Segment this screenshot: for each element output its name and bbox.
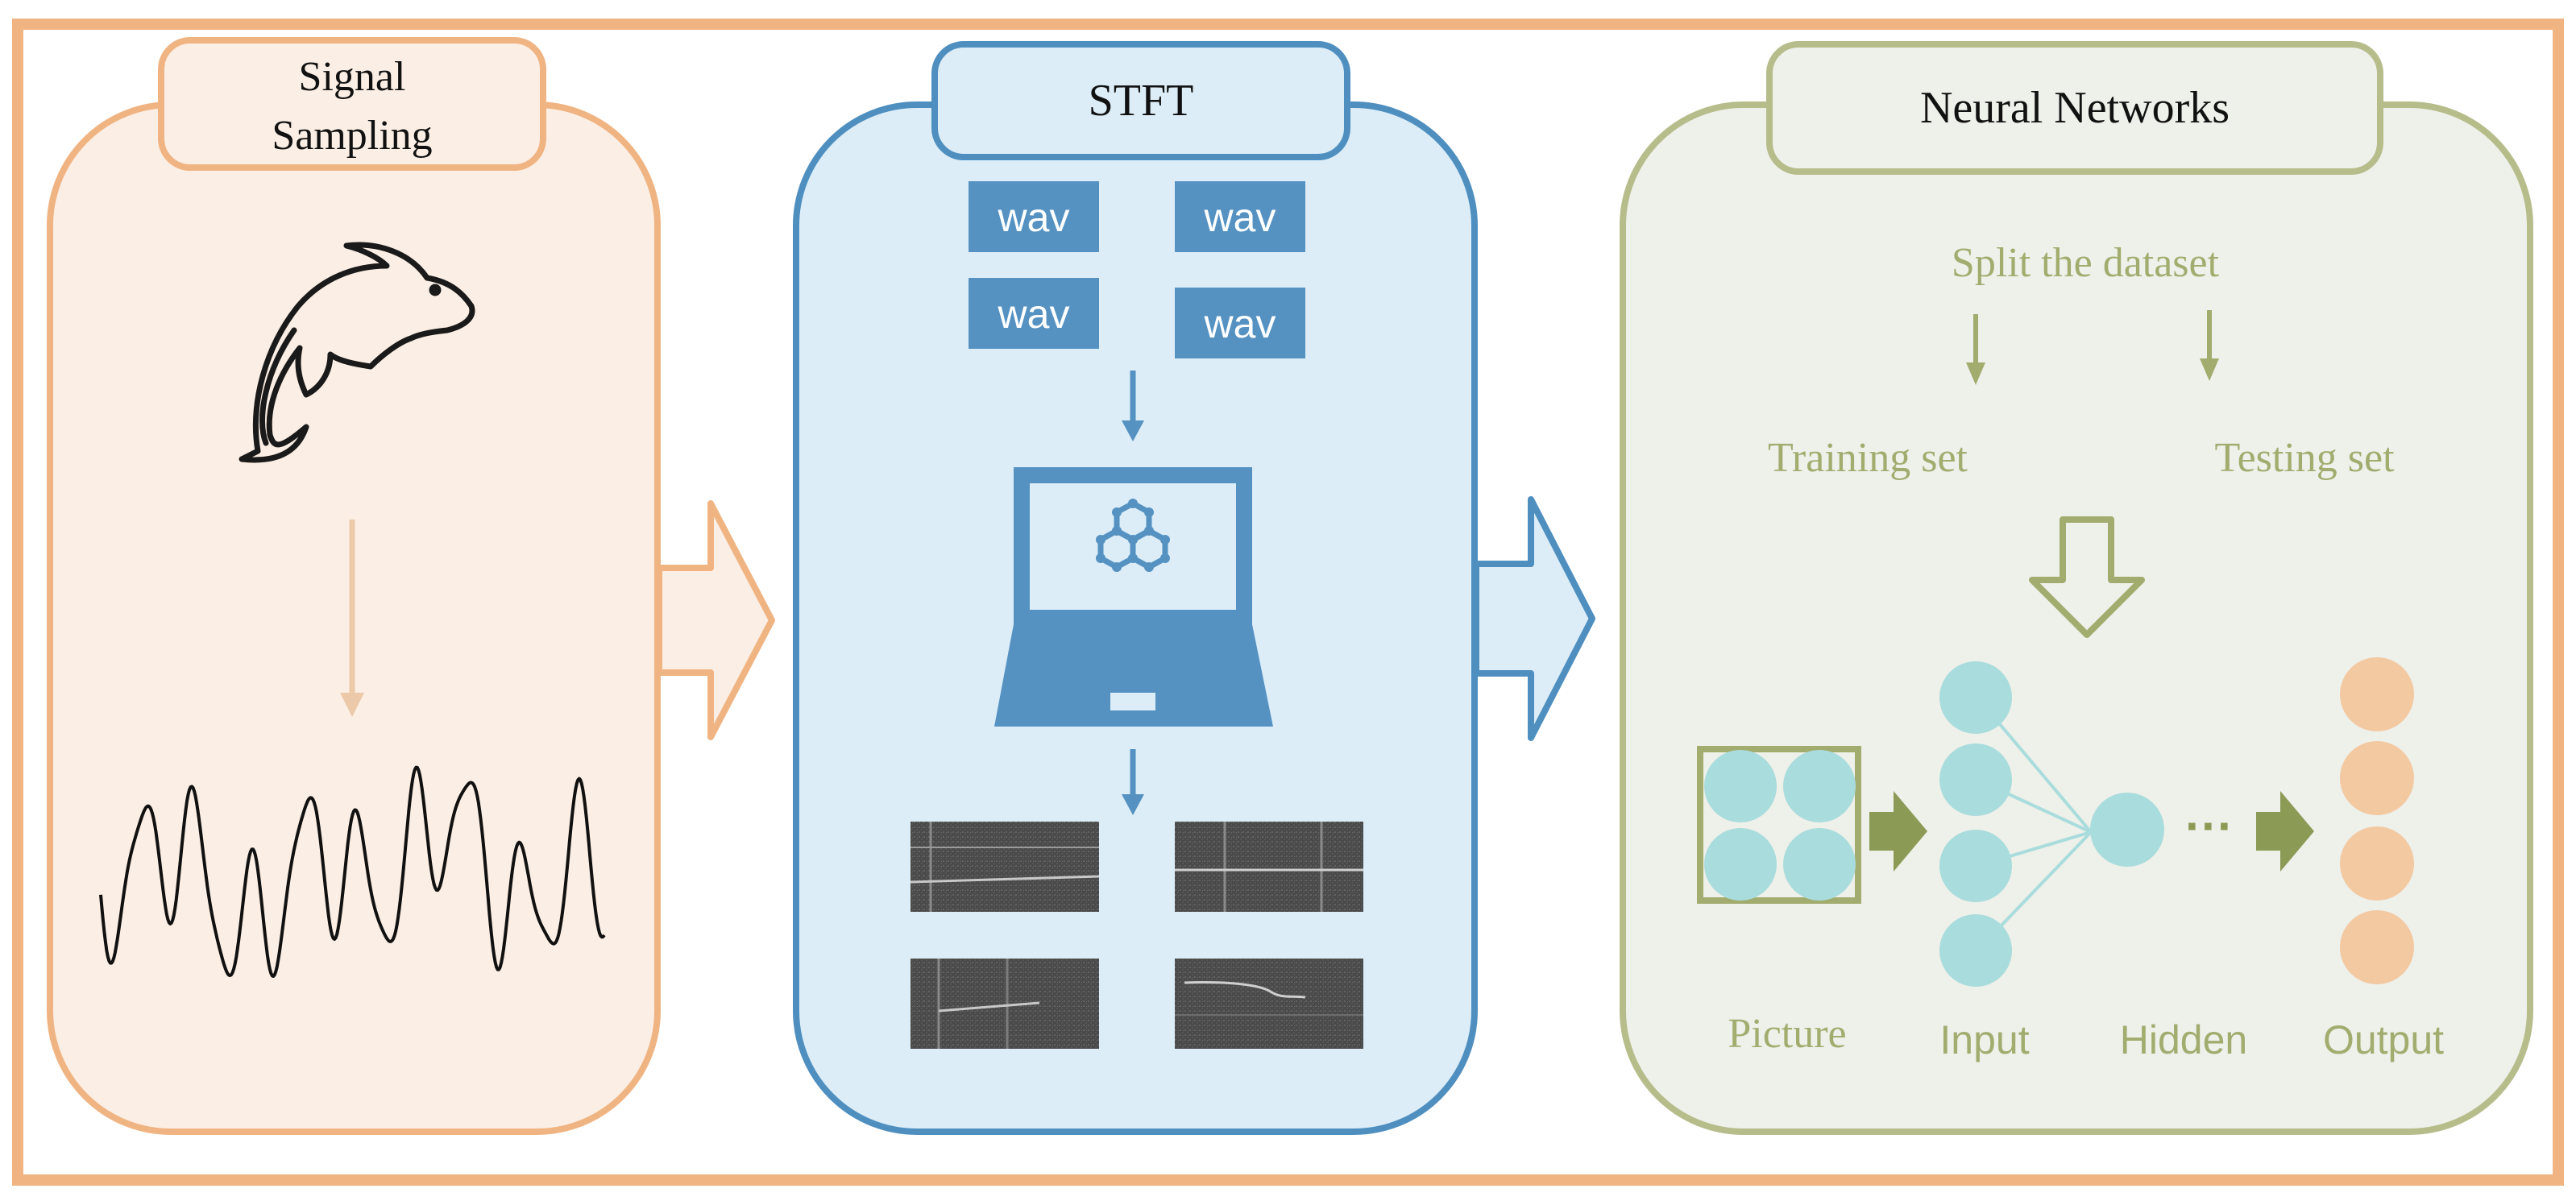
ellipsis-dots: ··· (2185, 799, 2234, 853)
split-dataset-label: Split the dataset (1952, 240, 2220, 286)
input-label: Input (1939, 1017, 2029, 1062)
testing-set-label: Testing set (2214, 435, 2395, 481)
input-neuron (1939, 830, 2012, 902)
flow-arrow-1 (656, 500, 775, 740)
svg-text:wav: wav (1204, 301, 1276, 346)
neural-title-box (1766, 41, 2383, 175)
stft-title: STFT (1089, 76, 1194, 126)
signal-sampling-panel: Signal Sampling (47, 37, 661, 1135)
sampling-down-arrow (340, 520, 364, 717)
sampling-title-line1: Signal (299, 54, 406, 100)
wav-file-1: wav (969, 181, 1099, 252)
stft-panel: STFT wav wav wav wav (793, 41, 1478, 1135)
spectrogram-2 (1175, 822, 1363, 912)
hollow-down-arrow (2029, 516, 2145, 638)
output-neuron (2340, 910, 2414, 984)
neural-title: Neural Networks (1920, 83, 2230, 133)
sampling-title-line2: Sampling (272, 113, 432, 159)
laptop-icon (994, 467, 1273, 727)
output-neuron (2340, 741, 2414, 815)
signal-waveform (99, 765, 606, 978)
output-neuron (2340, 657, 2414, 731)
green-arrow-2 (2256, 791, 2314, 872)
split-arrow-left (1966, 314, 1985, 385)
stft-down-arrow-1 (1122, 371, 1144, 441)
sampling-title-box (158, 37, 546, 171)
spectrogram-4 (1175, 959, 1363, 1049)
dolphin-icon (239, 242, 475, 463)
training-set-label: Training set (1768, 435, 1968, 481)
input-neuron (1939, 914, 2012, 987)
neural-networks-panel: Neural Networks Split the dataset Traini… (1620, 41, 2533, 1135)
wav-file-3: wav (969, 278, 1099, 349)
input-layer (1939, 661, 2012, 987)
picture-label: Picture (1728, 1011, 1846, 1057)
input-neuron (1939, 743, 2012, 816)
input-neuron (1939, 661, 2012, 734)
wav-file-4: wav (1175, 288, 1305, 358)
hidden-neuron (2090, 793, 2164, 867)
output-layer (2340, 657, 2414, 984)
output-label: Output (2323, 1017, 2444, 1062)
svg-text:wav: wav (998, 195, 1070, 240)
green-arrow-1 (1869, 791, 1927, 872)
split-arrow-right (2200, 310, 2219, 381)
spectrogram-3 (911, 959, 1099, 1049)
svg-text:wav: wav (998, 292, 1070, 337)
spectrogram-1 (910, 822, 1100, 912)
output-neuron (2340, 826, 2414, 901)
stft-down-arrow-2 (1122, 749, 1144, 815)
wav-file-2: wav (1175, 181, 1305, 252)
picture-input-box (1697, 746, 1861, 904)
flow-arrow-2 (1473, 496, 1595, 741)
outer-frame (12, 19, 2564, 1186)
stft-title-box (931, 41, 1350, 160)
svg-text:wav: wav (1204, 195, 1276, 240)
hidden-label: Hidden (2120, 1017, 2247, 1062)
